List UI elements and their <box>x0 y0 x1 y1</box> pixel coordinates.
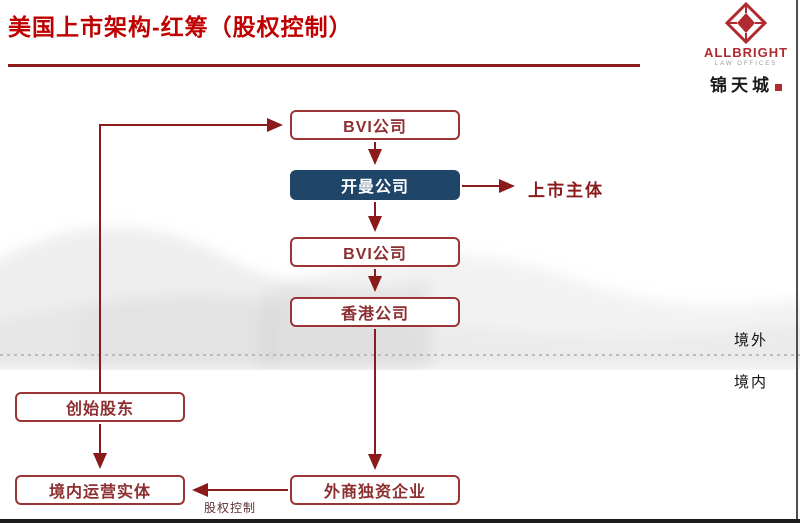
logo-tagline: LAW OFFICES <box>714 61 778 67</box>
equity-control-label: 股权控制 <box>204 501 257 515</box>
listed-entity-label: 上市主体 <box>528 181 604 200</box>
node-label: 境内运营实体 <box>48 484 151 501</box>
node-bvi-company-top: BVI公司 <box>290 110 460 140</box>
node-label: BVI公司 <box>343 119 407 136</box>
slide-bottom-border <box>0 519 800 523</box>
logo-brand-text: ALLBRIGHT <box>703 45 789 60</box>
node-label: 创始股东 <box>65 401 134 418</box>
allbright-logo: ALLBRIGHT LAW OFFICES 锦天城 <box>694 2 798 96</box>
page-title: 美国上市架构-红筹（股权控制） <box>8 14 353 40</box>
logo-chinese-name: 锦天城 <box>694 71 798 96</box>
node-domestic-operating-entity: 境内运营实体 <box>15 475 185 505</box>
allbright-diamond-icon <box>724 2 768 44</box>
node-hongkong-company: 香港公司 <box>290 297 460 327</box>
node-founding-shareholders: 创始股东 <box>15 392 185 422</box>
node-label: 开曼公司 <box>340 179 409 196</box>
node-bvi-company-mid: BVI公司 <box>290 237 460 267</box>
arrow-founders-to-bvi-top <box>99 118 283 392</box>
title-divider <box>8 64 640 67</box>
node-cayman-company: 开曼公司 <box>290 170 460 200</box>
onshore-label: 境内 <box>733 374 768 391</box>
logo-chinese-text: 锦天城 <box>710 76 773 95</box>
node-wholly-foreign-owned-enterprise: 外商独资企业 <box>290 475 460 505</box>
offshore-label: 境外 <box>733 332 768 349</box>
logo-seal-icon <box>775 83 782 91</box>
slide-right-border <box>796 0 798 523</box>
node-label: 香港公司 <box>340 306 409 323</box>
node-label: BVI公司 <box>343 246 407 263</box>
node-label: 外商独资企业 <box>323 484 426 501</box>
